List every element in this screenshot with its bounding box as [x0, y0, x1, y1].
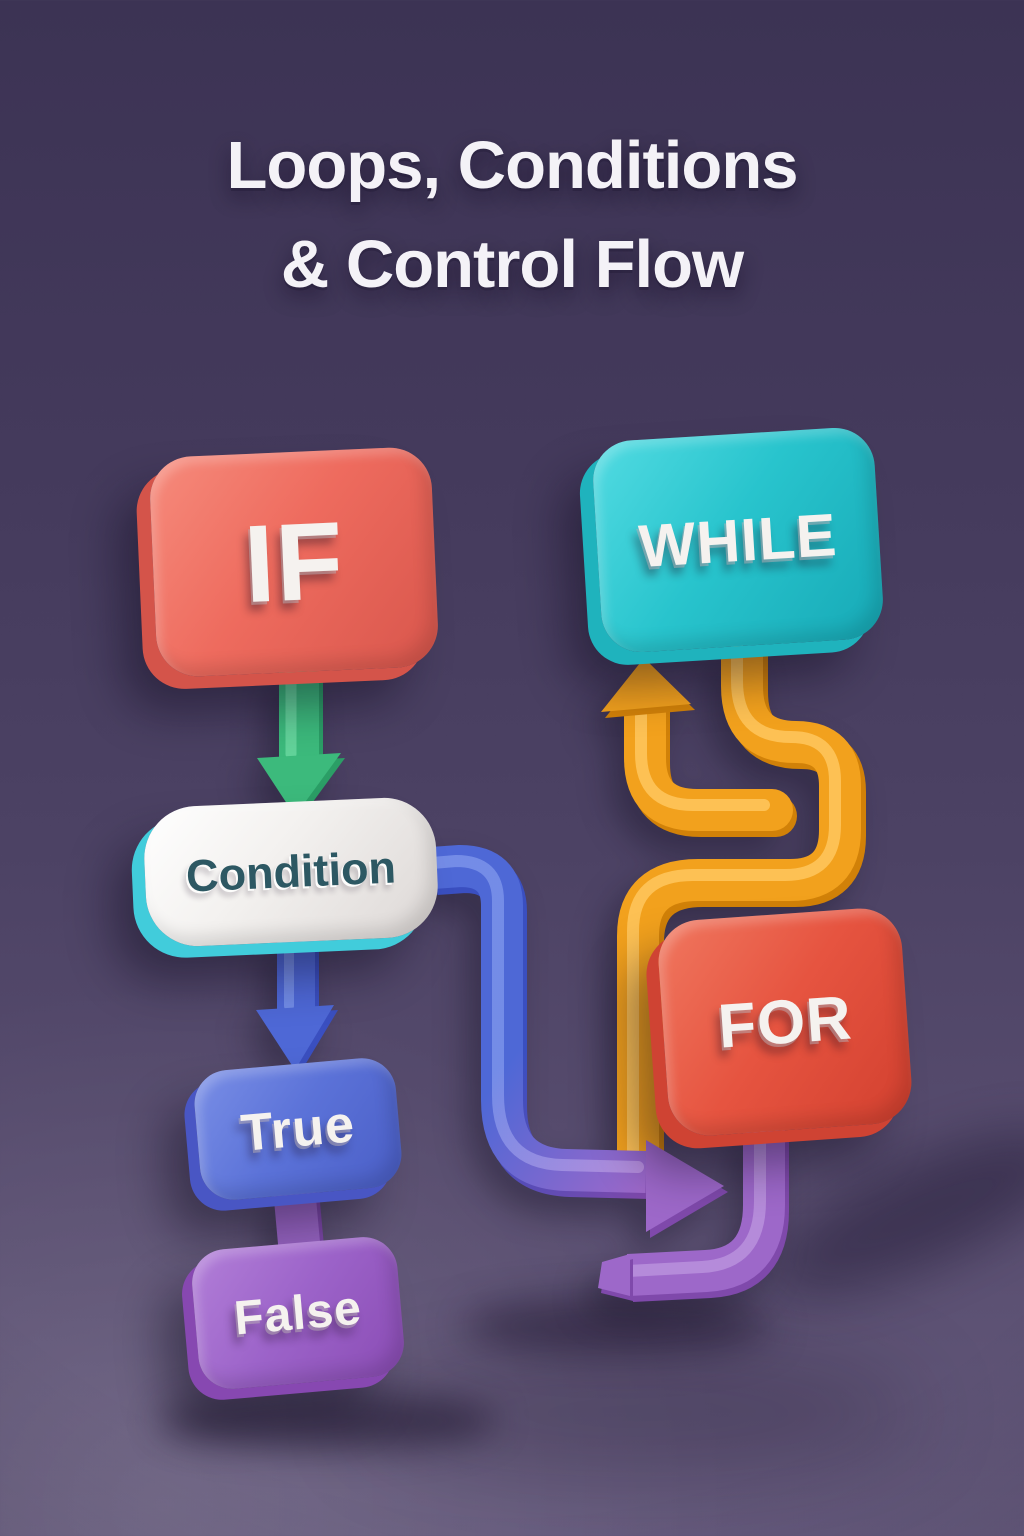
- node-true: True: [191, 1055, 405, 1203]
- title-line-1: Loops, Conditions: [226, 128, 798, 203]
- arrow-head: [256, 1005, 334, 1070]
- node-while-label: WHILE: [636, 500, 840, 580]
- for-loop-return-pipe: [598, 1120, 789, 1302]
- arrow-head: [601, 658, 691, 712]
- node-for: FOR: [655, 905, 915, 1139]
- loop-back-arrow: [601, 658, 797, 837]
- node-false: False: [189, 1234, 407, 1392]
- condition-branch-arrow: [426, 845, 728, 1238]
- node-condition: Condition: [142, 795, 440, 949]
- arrow-head: [646, 1140, 724, 1232]
- node-for-label: FOR: [715, 982, 855, 1062]
- pipe-end-cap: [598, 1254, 630, 1296]
- node-condition-label: Condition: [184, 841, 397, 902]
- if-to-condition-arrow: [257, 664, 345, 821]
- pipe-highlight: [627, 641, 841, 1157]
- arrow-shaft-highlight: [635, 691, 770, 811]
- pipe-highlight: [622, 1120, 766, 1277]
- arrow-head: [257, 753, 341, 816]
- pipe-body: [430, 845, 647, 1193]
- node-true-label: True: [238, 1095, 358, 1163]
- page-title: Loops, Conditions & Control Flow: [0, 116, 1024, 314]
- node-if-label: IF: [241, 498, 347, 626]
- pipe-highlight: [426, 855, 644, 1173]
- node-while: WHILE: [590, 425, 886, 655]
- node-if: IF: [148, 445, 440, 679]
- condition-to-true-arrow: [256, 933, 338, 1075]
- node-false-label: False: [232, 1281, 364, 1345]
- title-line-2: & Control Flow: [280, 227, 744, 302]
- while-loop-pipe: [617, 641, 866, 1166]
